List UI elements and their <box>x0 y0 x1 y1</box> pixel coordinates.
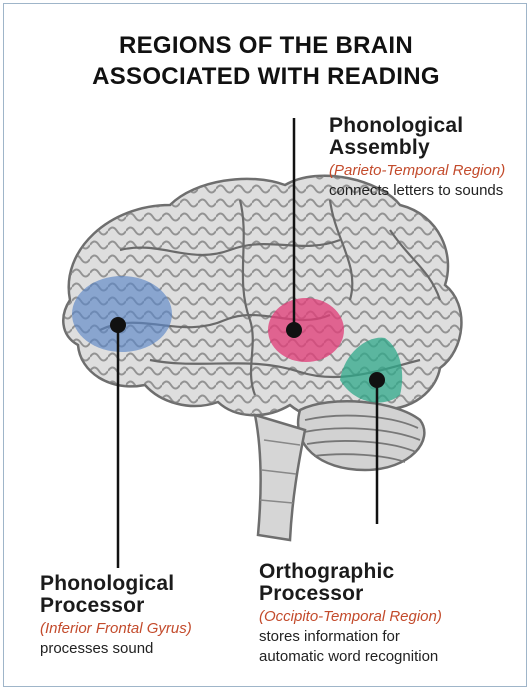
label-phonological-assembly-heading: Phonological Assembly <box>329 115 529 159</box>
heading-line-1: Phonological <box>329 115 529 137</box>
description-line-1: stores information for <box>259 627 524 647</box>
label-orthographic-processor-region: (Occipito-Temporal Region) <box>259 607 524 627</box>
label-phonological-processor-heading: Phonological Processor <box>40 573 250 617</box>
heading-line-1: Orthographic <box>259 561 524 583</box>
heading-line-2: Processor <box>259 583 524 605</box>
label-phonological-processor-region: (Inferior Frontal Gyrus) <box>40 619 250 639</box>
label-orthographic-processor-description: stores information for automatic word re… <box>259 627 524 667</box>
heading-line-1: Phonological <box>40 573 250 595</box>
region-phonological-processor <box>72 276 172 352</box>
label-phonological-assembly: Phonological Assembly (Parieto-Temporal … <box>329 115 529 201</box>
label-orthographic-processor: Orthographic Processor (Occipito-Tempora… <box>259 561 524 667</box>
brain-stem <box>255 415 305 540</box>
label-orthographic-processor-heading: Orthographic Processor <box>259 561 524 605</box>
label-phonological-assembly-region: (Parieto-Temporal Region) <box>329 161 529 181</box>
label-phonological-assembly-description: connects letters to sounds <box>329 181 529 201</box>
heading-line-2: Processor <box>40 595 250 617</box>
region-phonological-assembly <box>268 298 344 362</box>
heading-line-2: Assembly <box>329 137 529 159</box>
label-phonological-processor: Phonological Processor (Inferior Frontal… <box>40 573 250 659</box>
label-phonological-processor-description: processes sound <box>40 639 250 659</box>
description-line-2: automatic word recognition <box>259 647 524 667</box>
